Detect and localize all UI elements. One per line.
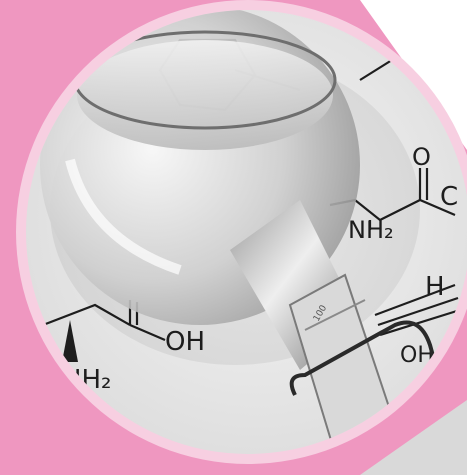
gray-corner xyxy=(360,400,467,475)
label-o-top: O xyxy=(412,143,431,171)
round-bottom-flask: 100 xyxy=(40,10,447,454)
flask-liquid xyxy=(77,40,333,150)
wire-holder xyxy=(289,320,447,401)
flask-highlight xyxy=(65,158,182,275)
label-h-right: H xyxy=(425,272,445,302)
label-nh2-right: NH₂ xyxy=(348,216,394,244)
label-oh-left: OH xyxy=(165,327,205,357)
label-c-cut: C xyxy=(440,182,458,212)
